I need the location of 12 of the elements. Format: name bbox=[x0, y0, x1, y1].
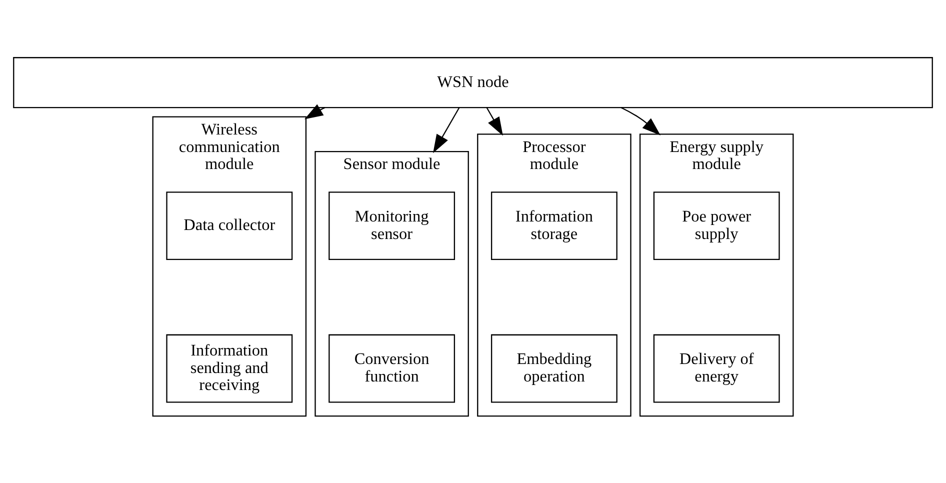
node-box: Monitoring sensor bbox=[328, 192, 456, 260]
arrow bbox=[433, 107, 460, 154]
node-box: WSN node bbox=[13, 57, 933, 108]
node-box: Embedding operation bbox=[490, 334, 618, 403]
node-box: Information storage bbox=[490, 192, 618, 260]
node-box: Poe power supply bbox=[653, 192, 780, 260]
node-box: Data collector bbox=[166, 192, 293, 260]
arrow bbox=[620, 107, 661, 136]
node-box: Conversion function bbox=[328, 334, 456, 403]
node-box: Delivery of energy bbox=[653, 334, 780, 403]
arrow bbox=[486, 107, 503, 136]
node-box: Information sending and receiving bbox=[166, 334, 293, 403]
